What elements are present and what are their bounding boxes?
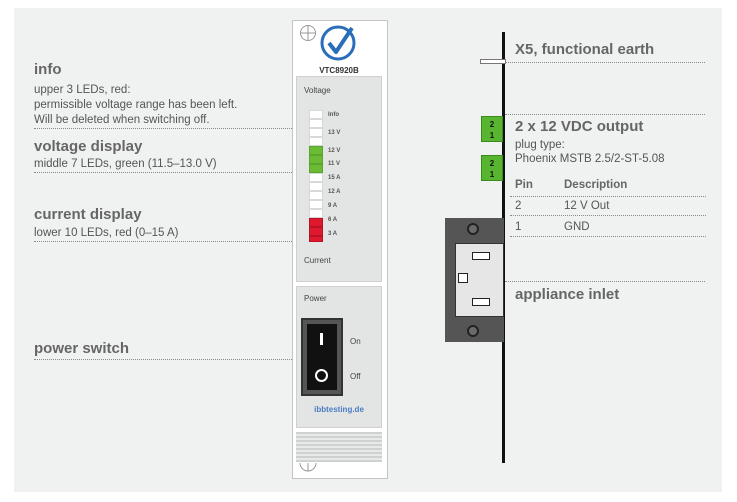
led-indicator bbox=[309, 155, 323, 164]
voltage-leader-line bbox=[34, 172, 306, 173]
current-display-title: current display bbox=[34, 206, 142, 223]
connector-pin-label: 2 bbox=[489, 120, 495, 129]
inlet-screw-icon bbox=[467, 325, 479, 337]
output-leader-line bbox=[505, 114, 705, 115]
vent-grille bbox=[296, 432, 382, 462]
device-model: VTC8920B bbox=[319, 66, 359, 75]
pin-table-header-pin: Pin bbox=[515, 179, 533, 191]
inlet-screw-icon bbox=[467, 223, 479, 235]
plug-type-value: Phoenix MSTB 2.5/2-ST-5.08 bbox=[515, 153, 665, 165]
voltage-label: Voltage bbox=[304, 86, 331, 95]
checkmark-logo-icon bbox=[320, 25, 356, 61]
pin-table-cell: 1 bbox=[515, 221, 522, 233]
led-indicator bbox=[309, 173, 323, 182]
pin-table-cell: 2 bbox=[515, 200, 522, 212]
bottom-screw-icon bbox=[299, 462, 317, 472]
inlet-title: appliance inlet bbox=[515, 286, 620, 303]
power-switch-title: power switch bbox=[34, 340, 130, 357]
connector-pin-label: 1 bbox=[489, 170, 495, 179]
connector-pin-label: 2 bbox=[489, 159, 495, 168]
led-indicator bbox=[309, 182, 323, 191]
earth-terminal bbox=[480, 59, 506, 64]
earth-leader-line bbox=[505, 62, 705, 63]
inlet-leader-line bbox=[505, 281, 705, 282]
led-indicator bbox=[309, 200, 323, 209]
current-label: Current bbox=[304, 256, 331, 265]
inlet-pin-icon bbox=[472, 298, 490, 306]
off-label: Off bbox=[350, 372, 361, 381]
led-indicator bbox=[309, 119, 323, 128]
led-indicator bbox=[309, 191, 323, 200]
led-indicator bbox=[309, 227, 323, 236]
led-indicator bbox=[309, 146, 323, 155]
info-title: info bbox=[34, 61, 62, 78]
pin-table-header-description: Description bbox=[564, 179, 628, 191]
on-mark-icon bbox=[320, 333, 323, 345]
power-label: Power bbox=[304, 294, 327, 303]
inlet-ground-pin-icon bbox=[458, 273, 468, 283]
info-leader-line bbox=[34, 128, 306, 129]
pin-table-cell: 12 V Out bbox=[564, 200, 610, 212]
led-indicator bbox=[309, 137, 323, 146]
info-line-3: Will be deleted when switching off. bbox=[34, 114, 210, 126]
led-indicator bbox=[309, 218, 323, 227]
table-divider bbox=[510, 215, 706, 216]
off-mark-icon bbox=[315, 369, 328, 382]
led-label: 3 A bbox=[328, 231, 338, 237]
pin-table-cell: GND bbox=[564, 221, 590, 233]
led-label: 13 V bbox=[328, 130, 341, 136]
inlet-pin-icon bbox=[472, 252, 490, 260]
led-indicator bbox=[309, 110, 323, 119]
led-label: 9 A bbox=[328, 203, 338, 209]
led-label: Info bbox=[328, 112, 339, 118]
led-indicator bbox=[309, 209, 323, 218]
led-label: 12 A bbox=[328, 189, 341, 195]
plug-type-label: plug type: bbox=[515, 139, 565, 151]
voltage-display-desc: middle 7 LEDs, green (11.5–13.0 V) bbox=[34, 158, 217, 170]
led-label: 11 V bbox=[328, 161, 341, 167]
led-label: 6 A bbox=[328, 217, 338, 223]
table-divider bbox=[510, 196, 706, 197]
info-line-1: upper 3 LEDs, red: bbox=[34, 84, 131, 96]
connector-pin-label: 1 bbox=[489, 131, 495, 140]
voltage-display-title: voltage display bbox=[34, 138, 143, 155]
led-label: 15 A bbox=[328, 175, 341, 181]
current-leader-line bbox=[34, 241, 306, 242]
led-indicator bbox=[309, 164, 323, 173]
output-connector: 2 1 bbox=[481, 116, 503, 142]
on-label: On bbox=[350, 337, 361, 346]
top-screw-icon bbox=[300, 25, 316, 41]
info-line-2: permissible voltage range has been left. bbox=[34, 99, 238, 111]
table-divider bbox=[510, 236, 706, 237]
power-leader-line bbox=[34, 359, 306, 360]
led-indicator bbox=[309, 128, 323, 137]
led-indicator bbox=[309, 236, 323, 242]
current-display-desc: lower 10 LEDs, red (0–15 A) bbox=[34, 227, 179, 239]
earth-title: X5, functional earth bbox=[515, 41, 655, 58]
output-title: 2 x 12 VDC output bbox=[515, 118, 644, 135]
led-label: 12 V bbox=[328, 148, 341, 154]
website-label: ibbtesting.de bbox=[314, 405, 364, 414]
output-connector: 2 1 bbox=[481, 155, 503, 181]
